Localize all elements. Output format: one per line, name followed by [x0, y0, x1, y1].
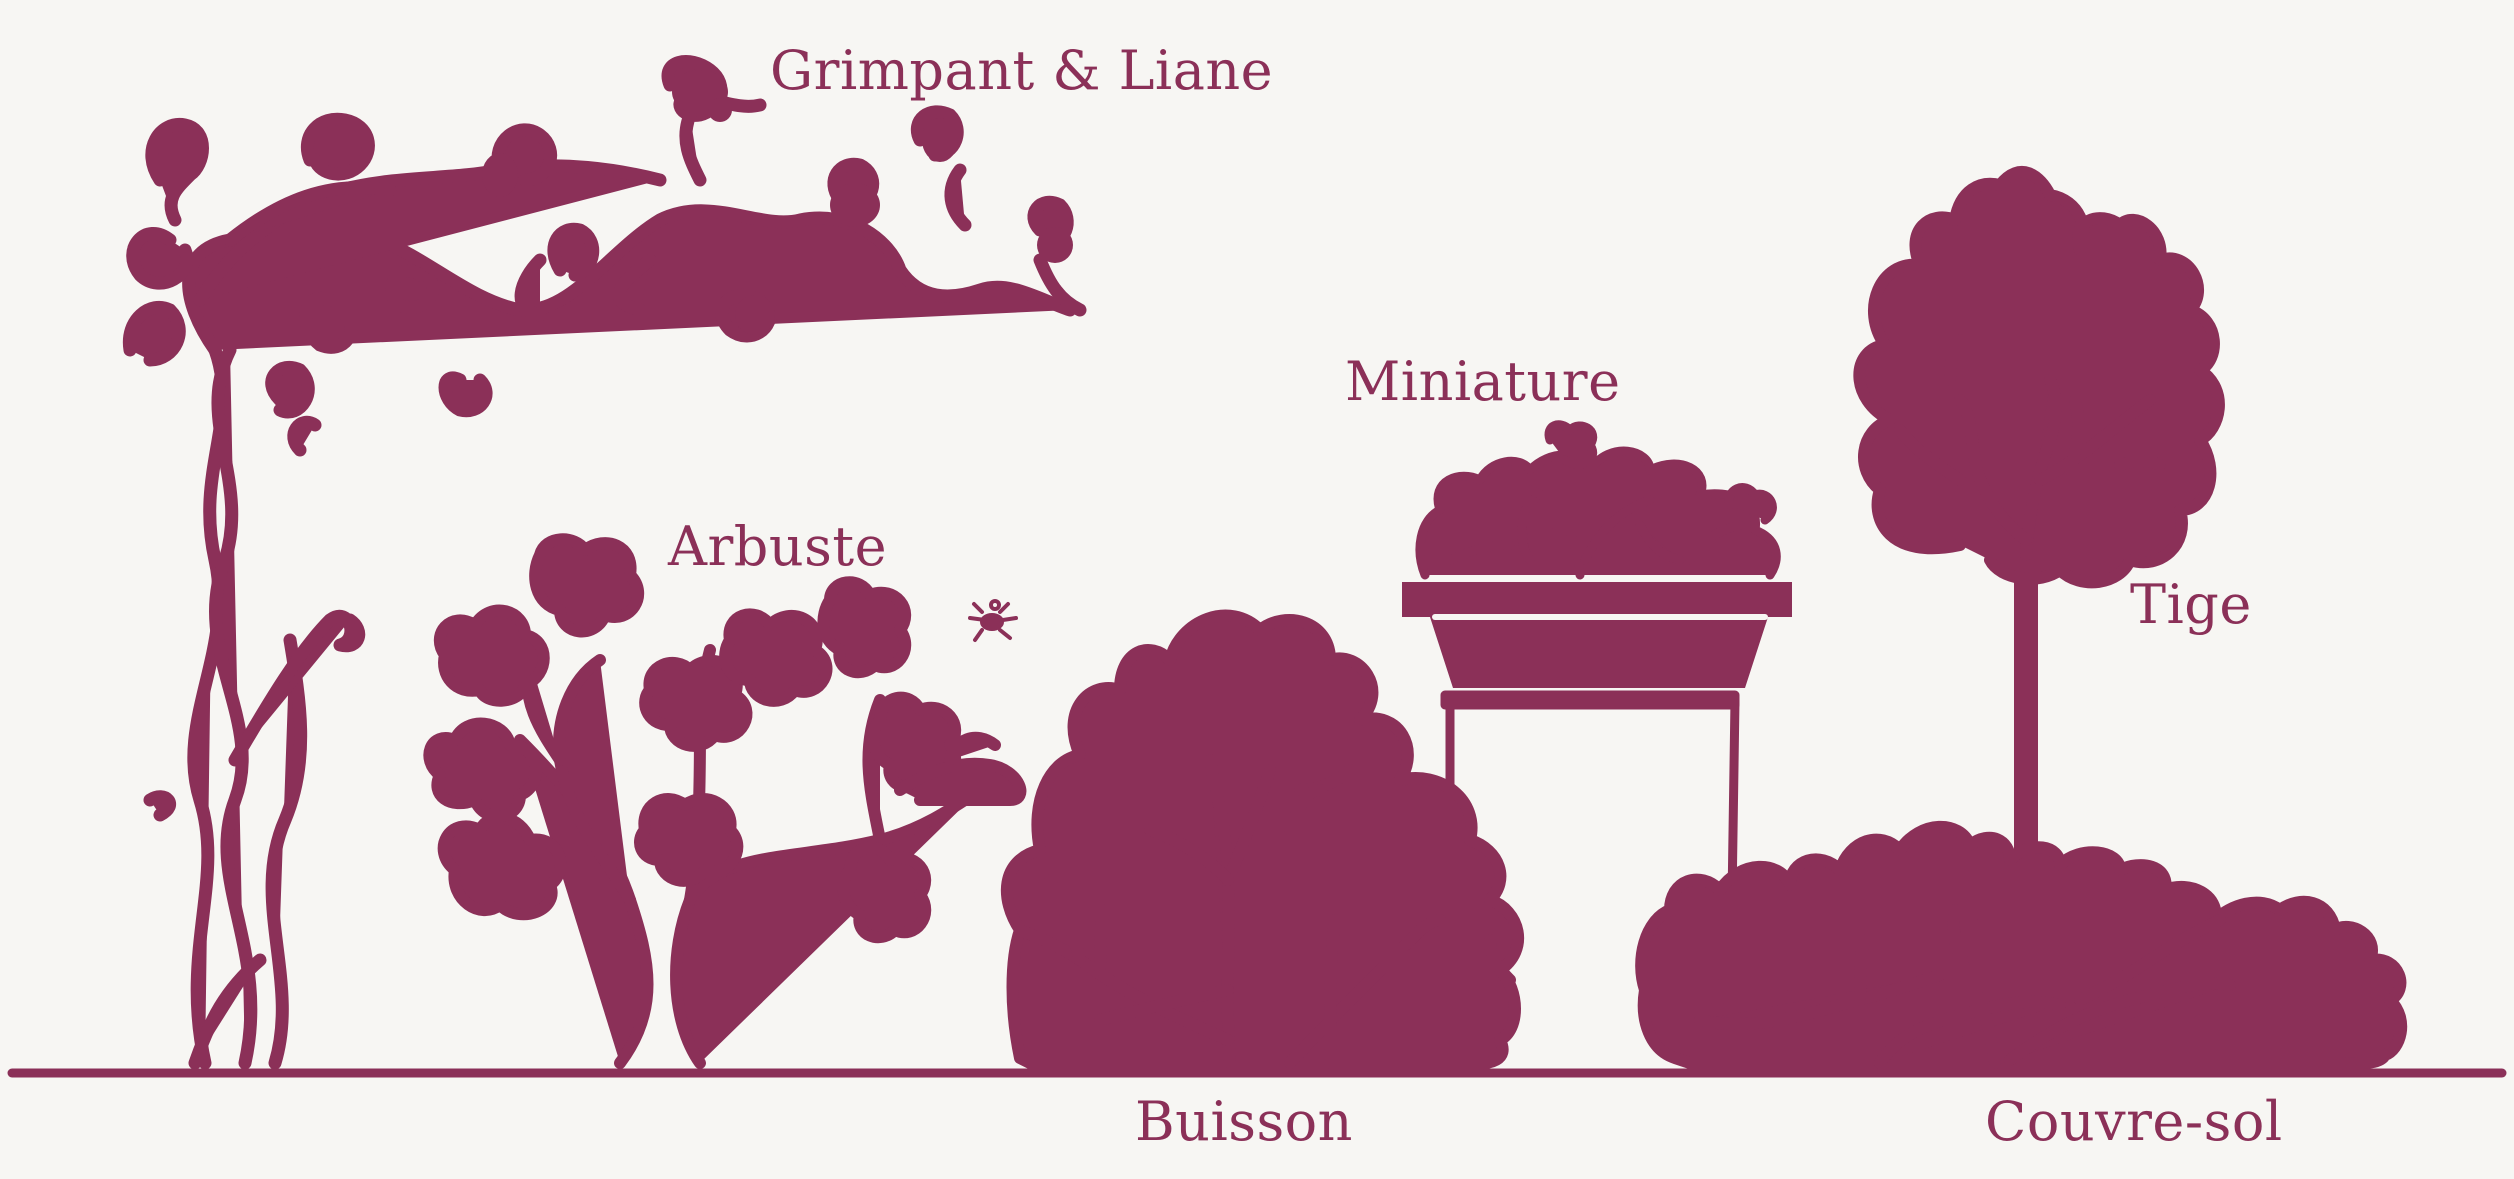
potted-miniature-rose-icon	[1402, 420, 1792, 905]
label-bush: Buisson	[1135, 1090, 1353, 1153]
label-standard: Tige	[2130, 573, 2252, 636]
label-shrub: Arbuste	[668, 515, 888, 578]
shrub-rose-icon	[423, 533, 1027, 1069]
climbing-vine-icon	[122, 55, 1087, 1070]
label-groundcover: Couvre-sol	[1985, 1090, 2283, 1153]
standard-tree-rose-icon	[1853, 166, 2225, 856]
groundcover-rose-icon	[1635, 820, 2408, 1070]
bush-rose-icon	[1001, 609, 1524, 1070]
bee-icon	[968, 599, 1018, 642]
climbing-rosebuds	[482, 70, 1073, 335]
label-miniature: Miniature	[1345, 350, 1621, 413]
label-climber: Grimpant & Liane	[770, 39, 1274, 102]
